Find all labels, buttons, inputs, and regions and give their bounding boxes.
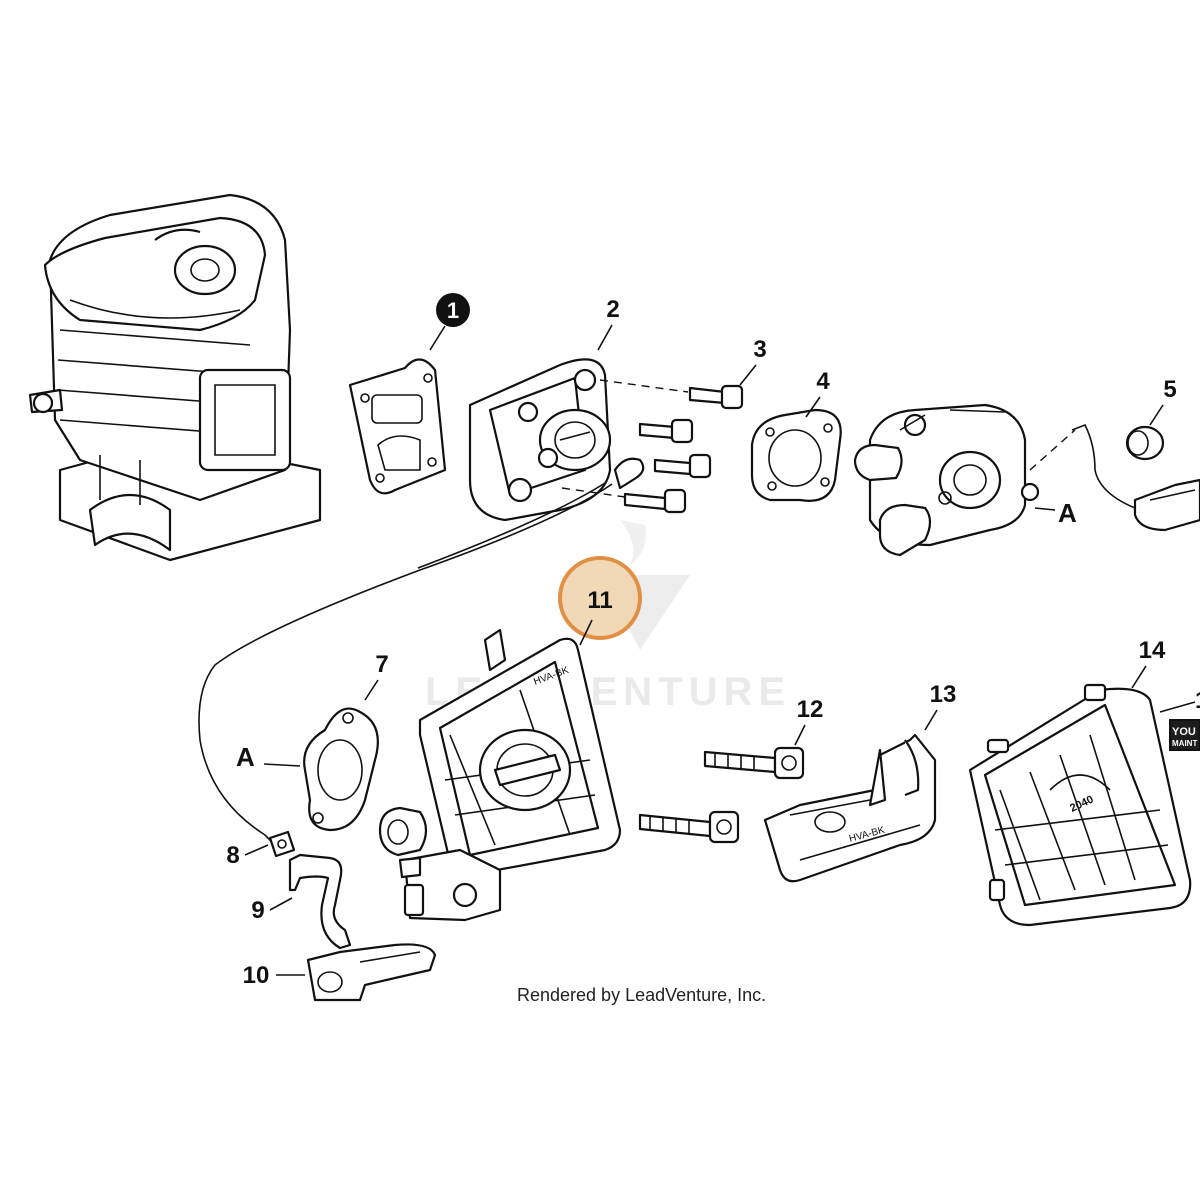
cylinder-part [28,193,322,562]
connector-a-right-label: A [1058,498,1077,528]
screw-12a [703,746,805,780]
callout-8: 8 [226,842,269,869]
clip-part-10 [306,943,437,1002]
grommet-part-5 [1125,425,1165,461]
callout-9: 9 [251,897,293,924]
intake-adapter-part-2 [468,358,612,522]
credit-text: Rendered by LeadVenture, Inc. [517,985,766,1005]
callout-3: 3 [739,336,767,386]
callout-2: 2 [597,296,620,351]
callout-10: 10 [243,962,305,989]
callout-1-label: 1 [447,298,459,323]
callout-7: 7 [364,651,389,701]
screw-12b [638,810,740,844]
callout-9-label: 9 [251,897,264,924]
callout-10-label: 10 [243,962,270,989]
connector-a-right: A [1034,498,1077,528]
connector-a-left: A [236,742,301,772]
screw-3b [638,418,694,444]
callout-14: 14 [1131,637,1166,689]
connector-a-left-label: A [236,742,255,772]
screw-set-12 [638,746,805,844]
callout-4: 4 [805,368,830,418]
callout-14-label: 14 [1139,637,1166,664]
callout-5: 5 [1149,376,1177,426]
gasket-part-7 [303,707,379,832]
screw-3a [688,384,744,410]
bracket-part-9 [288,853,352,950]
callout-2-label: 2 [606,296,619,323]
callout-11-highlight[interactable]: 11 [558,556,642,646]
callout-1: 1 [429,293,470,351]
partial-label-top: YOU [1172,726,1196,738]
callout-13: 13 [924,681,957,731]
gasket-part-1 [348,358,447,495]
screw-3d [623,488,687,514]
fuel-line-part [1071,423,1200,532]
air-filter-base-part-11: HVA-BK [378,628,622,922]
callout-15-label: 1 [1195,687,1200,714]
callout-3-label: 3 [753,336,766,363]
cover-part-13: HVA-BK [763,733,937,883]
highlight-circle[interactable] [558,556,642,640]
callout-5-label: 5 [1163,376,1176,403]
callout-12: 12 [794,696,824,746]
carburetor-part [853,403,1076,557]
callout-12-label: 12 [797,696,824,723]
callout-11-label: 11 [587,587,612,614]
callout-8-label: 8 [226,842,239,869]
screw-set-3 [561,379,744,514]
gasket-part-4 [750,408,842,502]
hose-connector-part-8 [268,830,296,858]
partial-label-bottom: MAINT [1172,739,1197,748]
impulse-hose [198,457,645,853]
callout-4-label: 4 [816,368,830,395]
callout-7-label: 7 [375,651,388,678]
screw-3c [653,453,712,479]
air-filter-part-14: 2040 [968,683,1192,927]
callout-15-partial: 1 YOU MAINT [1159,687,1200,751]
callout-13-label: 13 [930,681,957,708]
